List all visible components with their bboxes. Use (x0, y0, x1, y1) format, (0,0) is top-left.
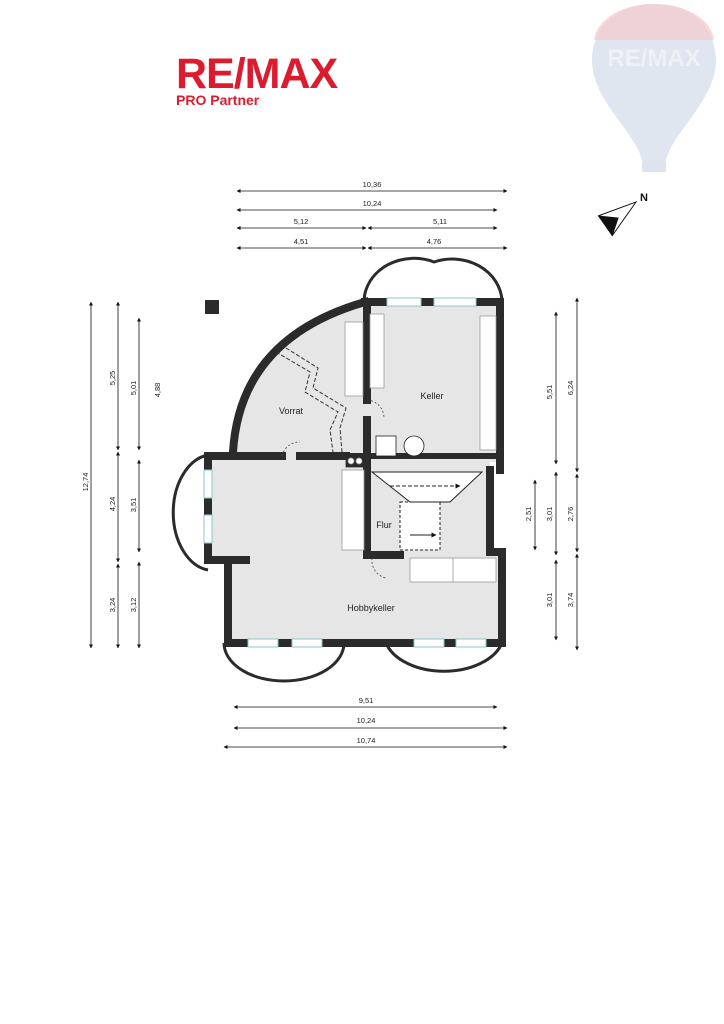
dimensions-right (533, 297, 579, 651)
dim-right-5: 2,76 (566, 507, 575, 522)
dim-top-5: 4,51 (294, 237, 309, 246)
door-swings (281, 399, 387, 579)
dim-top-4: 5,11 (433, 217, 447, 226)
dim-left-4: 4,88 (153, 383, 162, 398)
room-label-vorrat: Vorrat (279, 406, 304, 416)
balloon-watermark-icon: RE/MAX (592, 4, 716, 172)
wall-windows (203, 297, 487, 648)
dim-bottom-1: 9,51 (359, 696, 374, 705)
dim-left-2: 5,25 (108, 371, 117, 386)
dim-left-3: 5,01 (129, 381, 138, 396)
dim-bottom-3: 10,74 (357, 736, 376, 745)
dim-right-7: 3,74 (566, 593, 575, 608)
ceiling-line (275, 351, 339, 453)
dimensions-bottom (223, 705, 508, 749)
watermark-brand: RE/MAX (607, 45, 700, 72)
staircase (370, 471, 484, 551)
dimensions-left (89, 301, 141, 649)
dim-left-7: 3,24 (108, 598, 117, 613)
dim-left-5: 4,24 (108, 497, 117, 512)
dim-left-8: 3,12 (129, 598, 138, 613)
compass: N (597, 192, 648, 237)
dim-right-1: 5,51 (545, 385, 554, 400)
interior-fixtures (341, 313, 497, 583)
remax-logo: RE/MAX PRO Partner (176, 50, 338, 108)
room-label-keller: Keller (420, 391, 443, 401)
dimensions-top (236, 189, 508, 250)
dim-top-2: 10,24 (363, 199, 382, 208)
dim-right-6: 3,01 (545, 593, 554, 608)
room-label-hobbykeller: Hobbykeller (347, 603, 395, 613)
dim-bottom-2: 10,24 (357, 716, 376, 725)
dim-top-6: 4,76 (427, 237, 442, 246)
dim-top-3: 5,12 (294, 217, 309, 226)
room-label-flur: Flur (376, 520, 392, 530)
logo-brand: RE/MAX (176, 50, 338, 98)
dim-right-2: 6,24 (566, 381, 575, 396)
bay-windows (171, 256, 504, 683)
dim-left-1: 12,74 (81, 473, 90, 492)
dim-right-4: 3,01 (545, 507, 554, 522)
dim-top-1: 10,36 (363, 180, 382, 189)
compass-north-label: N (640, 192, 648, 204)
dim-right-3: 2,51 (524, 507, 533, 522)
ceiling-line (285, 347, 347, 453)
dim-left-6: 3,51 (129, 498, 138, 513)
marker-square (205, 300, 219, 314)
logo-tagline: PRO Partner (176, 92, 260, 108)
